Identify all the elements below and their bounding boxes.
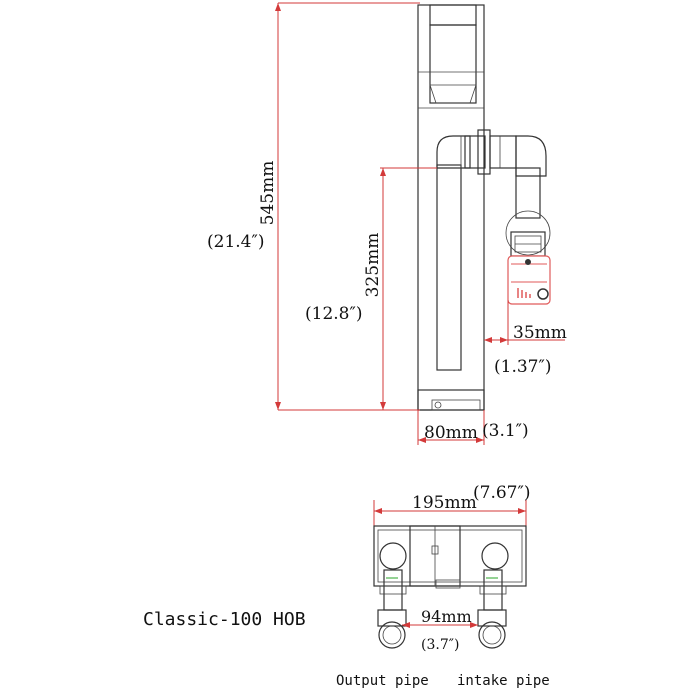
base-width-mm: 80mm	[424, 423, 478, 443]
base-width-in: (3.1″)	[482, 421, 529, 441]
output-pipe-label: Output pipe	[336, 673, 429, 689]
pipe-spacing-mm: 94mm	[421, 607, 472, 626]
top-view-body	[373, 525, 527, 587]
pipe-spacing-dimension	[402, 622, 478, 628]
output-chamber	[379, 542, 407, 570]
intake-pipe-label: intake pipe	[457, 673, 550, 689]
output-pipe-drawing	[377, 569, 407, 649]
pipe-spacing-in: (3.7″)	[421, 637, 459, 653]
top-width-in: (7.67″)	[473, 483, 530, 503]
top-width-mm: 195mm	[412, 493, 477, 513]
total-height-in: (21.4″)	[207, 232, 264, 252]
pump-offset-mm: 35mm	[513, 323, 567, 343]
side-view	[275, 2, 565, 445]
skimmer-body	[417, 4, 485, 411]
inner-height-in: (12.8″)	[305, 304, 362, 324]
total-height-mm: 545mm	[258, 161, 278, 226]
top-width-dimension	[373, 500, 527, 526]
intake-chamber	[481, 542, 509, 570]
pump-offset-in: (1.37″)	[494, 357, 551, 377]
pump	[505, 210, 551, 305]
reaction-tube	[436, 164, 462, 371]
inner-height-dimension	[380, 167, 437, 411]
elbow-pipe	[436, 129, 547, 219]
inner-height-mm: 325mm	[363, 233, 383, 298]
top-view	[373, 500, 527, 649]
intake-pipe-drawing	[477, 569, 507, 649]
model-label: Classic-100 HOB	[143, 609, 306, 630]
total-height-dimension	[275, 2, 420, 411]
pump-offset-dimension	[484, 300, 565, 345]
base-width-dimension	[417, 410, 485, 445]
